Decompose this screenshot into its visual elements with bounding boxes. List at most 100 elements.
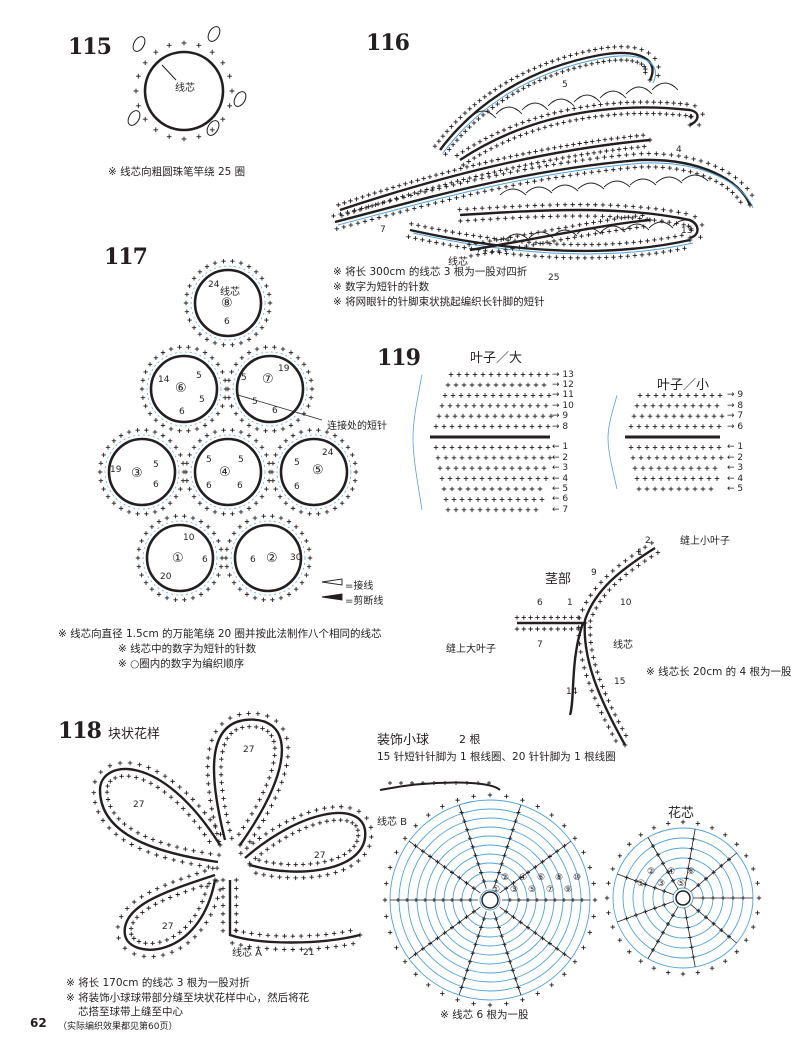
stitch-mark <box>253 804 259 809</box>
stitch-mark <box>442 393 448 398</box>
stitch-mark <box>587 156 593 162</box>
stitch-mark <box>470 951 475 956</box>
stitch-mark <box>325 945 330 950</box>
stitch-mark <box>509 77 514 82</box>
stitch-mark <box>670 455 676 461</box>
stitch-mark <box>254 346 260 352</box>
stitch-mark <box>317 874 322 879</box>
stitch-mark <box>558 237 564 242</box>
stitch-mark <box>436 227 442 232</box>
c7-label-6: 6 <box>272 406 278 416</box>
stitch-mark <box>598 149 603 155</box>
stitch-mark <box>230 511 235 516</box>
stitch-mark <box>646 151 652 156</box>
stitch-mark <box>510 968 515 973</box>
stitch-mark <box>701 896 705 900</box>
s116-count-25: 25 <box>548 273 560 283</box>
stitch-mark <box>100 818 106 823</box>
stitch-mark <box>511 251 516 257</box>
stitch-mark <box>596 255 602 260</box>
stitch-mark <box>205 773 211 778</box>
stitch-mark <box>568 255 573 260</box>
stitch-mark <box>316 511 321 516</box>
stitch-mark <box>467 106 472 112</box>
stitch-mark <box>612 44 617 50</box>
stitch-mark <box>615 214 620 220</box>
stitch-mark <box>710 455 716 461</box>
stitch-mark <box>342 200 347 206</box>
stitch-mark <box>467 497 473 502</box>
stitch-mark <box>366 192 371 198</box>
stitch-mark <box>315 932 320 938</box>
stitch-mark <box>186 428 191 433</box>
stitch-mark <box>625 111 630 117</box>
ball-round-number: ⑨ <box>564 885 572 895</box>
stitch-mark <box>692 103 698 109</box>
stitch-mark <box>481 486 487 492</box>
stitch-mark <box>640 213 645 218</box>
stitch-mark <box>507 125 513 130</box>
stitch-mark <box>580 607 585 613</box>
leaf-big-title: 叶子／大 <box>470 351 523 366</box>
stitch-mark <box>533 214 538 220</box>
stitch-mark <box>247 944 252 949</box>
stitch-mark <box>169 949 175 955</box>
stitch-mark <box>214 831 220 836</box>
stitch-mark <box>680 465 686 471</box>
stitch-mark <box>352 478 358 483</box>
stitch-mark <box>143 369 148 375</box>
legend-join-symbol <box>321 578 343 586</box>
stitch-mark <box>698 403 704 409</box>
stitch-mark <box>429 187 435 193</box>
stitch-mark <box>652 445 658 450</box>
stitch-mark <box>593 114 598 119</box>
stitch-mark <box>497 424 503 429</box>
stitch-mark <box>362 219 368 224</box>
stitch-mark <box>501 236 506 241</box>
stitch-mark <box>229 836 234 841</box>
stitch-mark <box>246 724 252 729</box>
stitch-mark <box>655 550 661 555</box>
stitch-mark <box>108 804 113 809</box>
c4-label-6a: 6 <box>206 481 212 491</box>
stitch-mark <box>577 64 583 69</box>
stitch-mark <box>638 205 643 210</box>
stitch-mark <box>555 849 560 854</box>
stitch-mark <box>755 880 760 886</box>
stitch-mark <box>453 507 459 513</box>
stitch-mark <box>216 572 221 578</box>
stitch-mark <box>651 966 657 971</box>
stem-count-2: 2 <box>645 536 651 546</box>
c3-label-5: 5 <box>153 460 159 470</box>
stitch-mark <box>247 839 253 844</box>
stitch-mark <box>160 952 166 958</box>
c8-label-24: 24 <box>208 280 220 290</box>
stitch-mark <box>433 424 439 429</box>
stitch-mark <box>660 445 666 450</box>
stitch-mark <box>223 555 229 561</box>
stitch-mark <box>485 235 490 240</box>
stitch-mark <box>111 501 117 506</box>
stitch-mark <box>284 736 289 741</box>
chain-arc <box>651 82 679 91</box>
stitch-mark <box>606 698 611 704</box>
stitch-mark <box>521 486 527 492</box>
stitch-mark <box>610 924 615 930</box>
stitch-mark <box>441 424 447 429</box>
stitch-mark <box>482 251 488 256</box>
stitch-mark <box>514 626 520 632</box>
stitch-mark <box>433 172 439 178</box>
stitch-mark <box>484 413 490 419</box>
stitch-mark <box>644 486 650 492</box>
stitch-mark <box>253 856 258 861</box>
stitch-mark <box>468 253 474 259</box>
stitch-mark <box>246 350 252 355</box>
stitch-mark <box>637 393 643 398</box>
stitch-mark <box>636 424 642 429</box>
stitch-mark <box>406 234 411 240</box>
stitch-mark <box>221 796 226 801</box>
stitch-mark <box>212 429 218 435</box>
stitch-mark <box>428 941 433 946</box>
stitch-mark <box>270 478 276 483</box>
stitch-mark <box>245 818 250 823</box>
